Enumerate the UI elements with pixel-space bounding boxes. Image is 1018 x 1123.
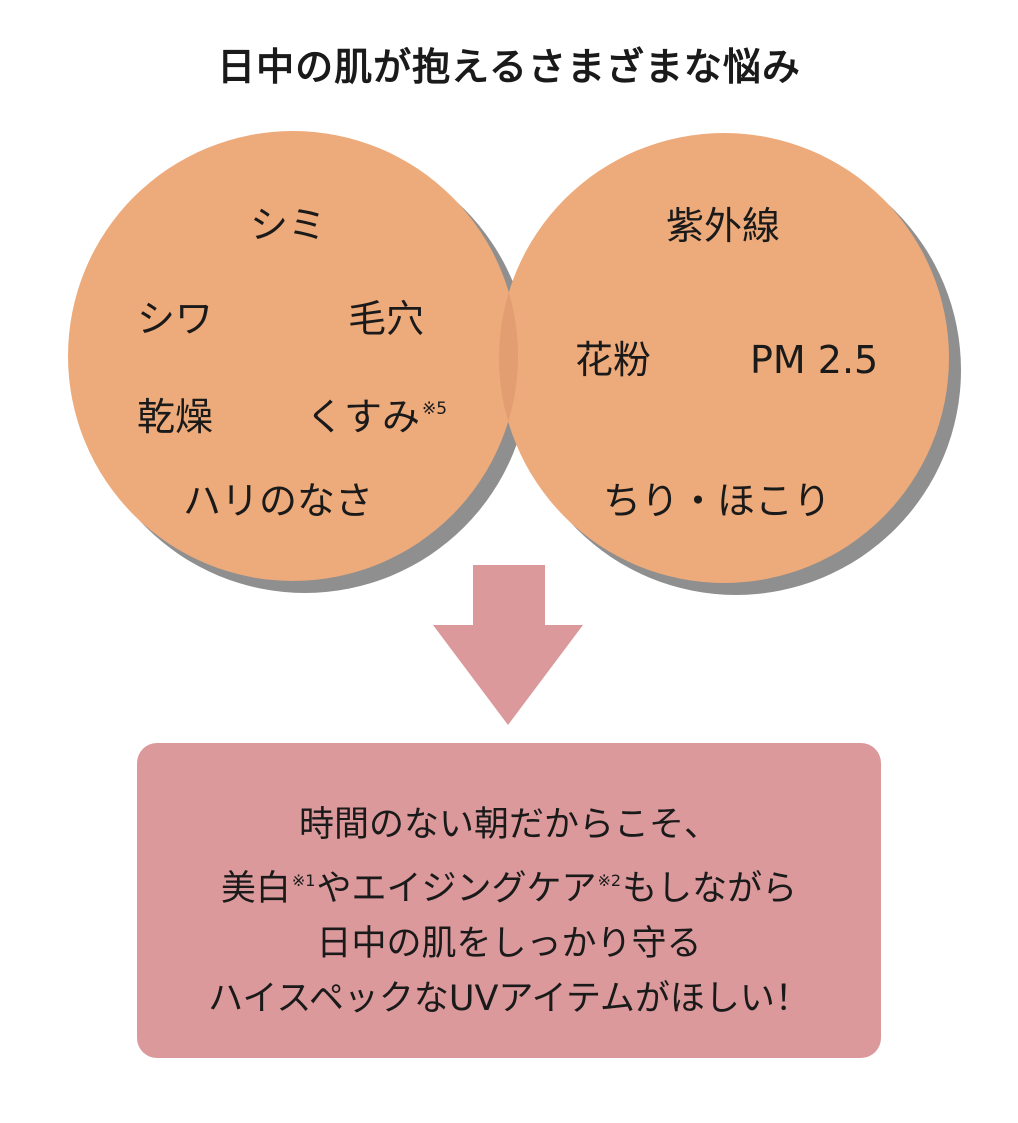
message-line-3: 日中の肌をしっかり守る (316, 924, 702, 964)
word-pm25: PM 2.5 (750, 338, 879, 382)
word-shimi: シミ (250, 203, 327, 247)
message-text: 時間のない朝だからこそ、 美白※1やエイジングケア※2もしながら 日中の肌をしっ… (137, 798, 881, 1027)
word-kusumi: くすみ※5 (306, 398, 447, 436)
message-line-2: 美白※1やエイジングケア※2もしながら (137, 853, 881, 917)
word-hari: ハリのなさ (183, 479, 374, 523)
down-arrow-icon (433, 565, 583, 725)
message-box: 時間のない朝だからこそ、 美白※1やエイジングケア※2もしながら 日中の肌をしっ… (137, 743, 881, 1058)
word-chiri: ちり・ほこり (603, 479, 832, 523)
word-keana: 毛穴 (348, 297, 425, 341)
word-shigaisen: 紫外線 (666, 204, 781, 248)
word-shiwa: シワ (137, 297, 214, 341)
word-kafun: 花粉 (575, 338, 652, 382)
note-1: ※1 (291, 871, 316, 890)
word-kanso: 乾燥 (137, 395, 214, 439)
right-circle (499, 133, 949, 583)
message-line-1: 時間のない朝だからこそ、 (298, 805, 719, 845)
page-title: 日中の肌が抱えるさまざまな悩み (217, 45, 801, 89)
note-2: ※2 (597, 871, 622, 890)
kusumi-note: ※5 (422, 399, 448, 419)
message-line-2-c: もしながら (622, 869, 798, 909)
word-kusumi-text: くすみ (306, 395, 421, 439)
message-line-2-a: 美白 (220, 869, 291, 909)
message-line-2-b: やエイジングケア (316, 869, 597, 909)
left-circle (68, 131, 518, 581)
message-line-4: ハイスペックなUVアイテムがほしい！ (208, 979, 810, 1019)
